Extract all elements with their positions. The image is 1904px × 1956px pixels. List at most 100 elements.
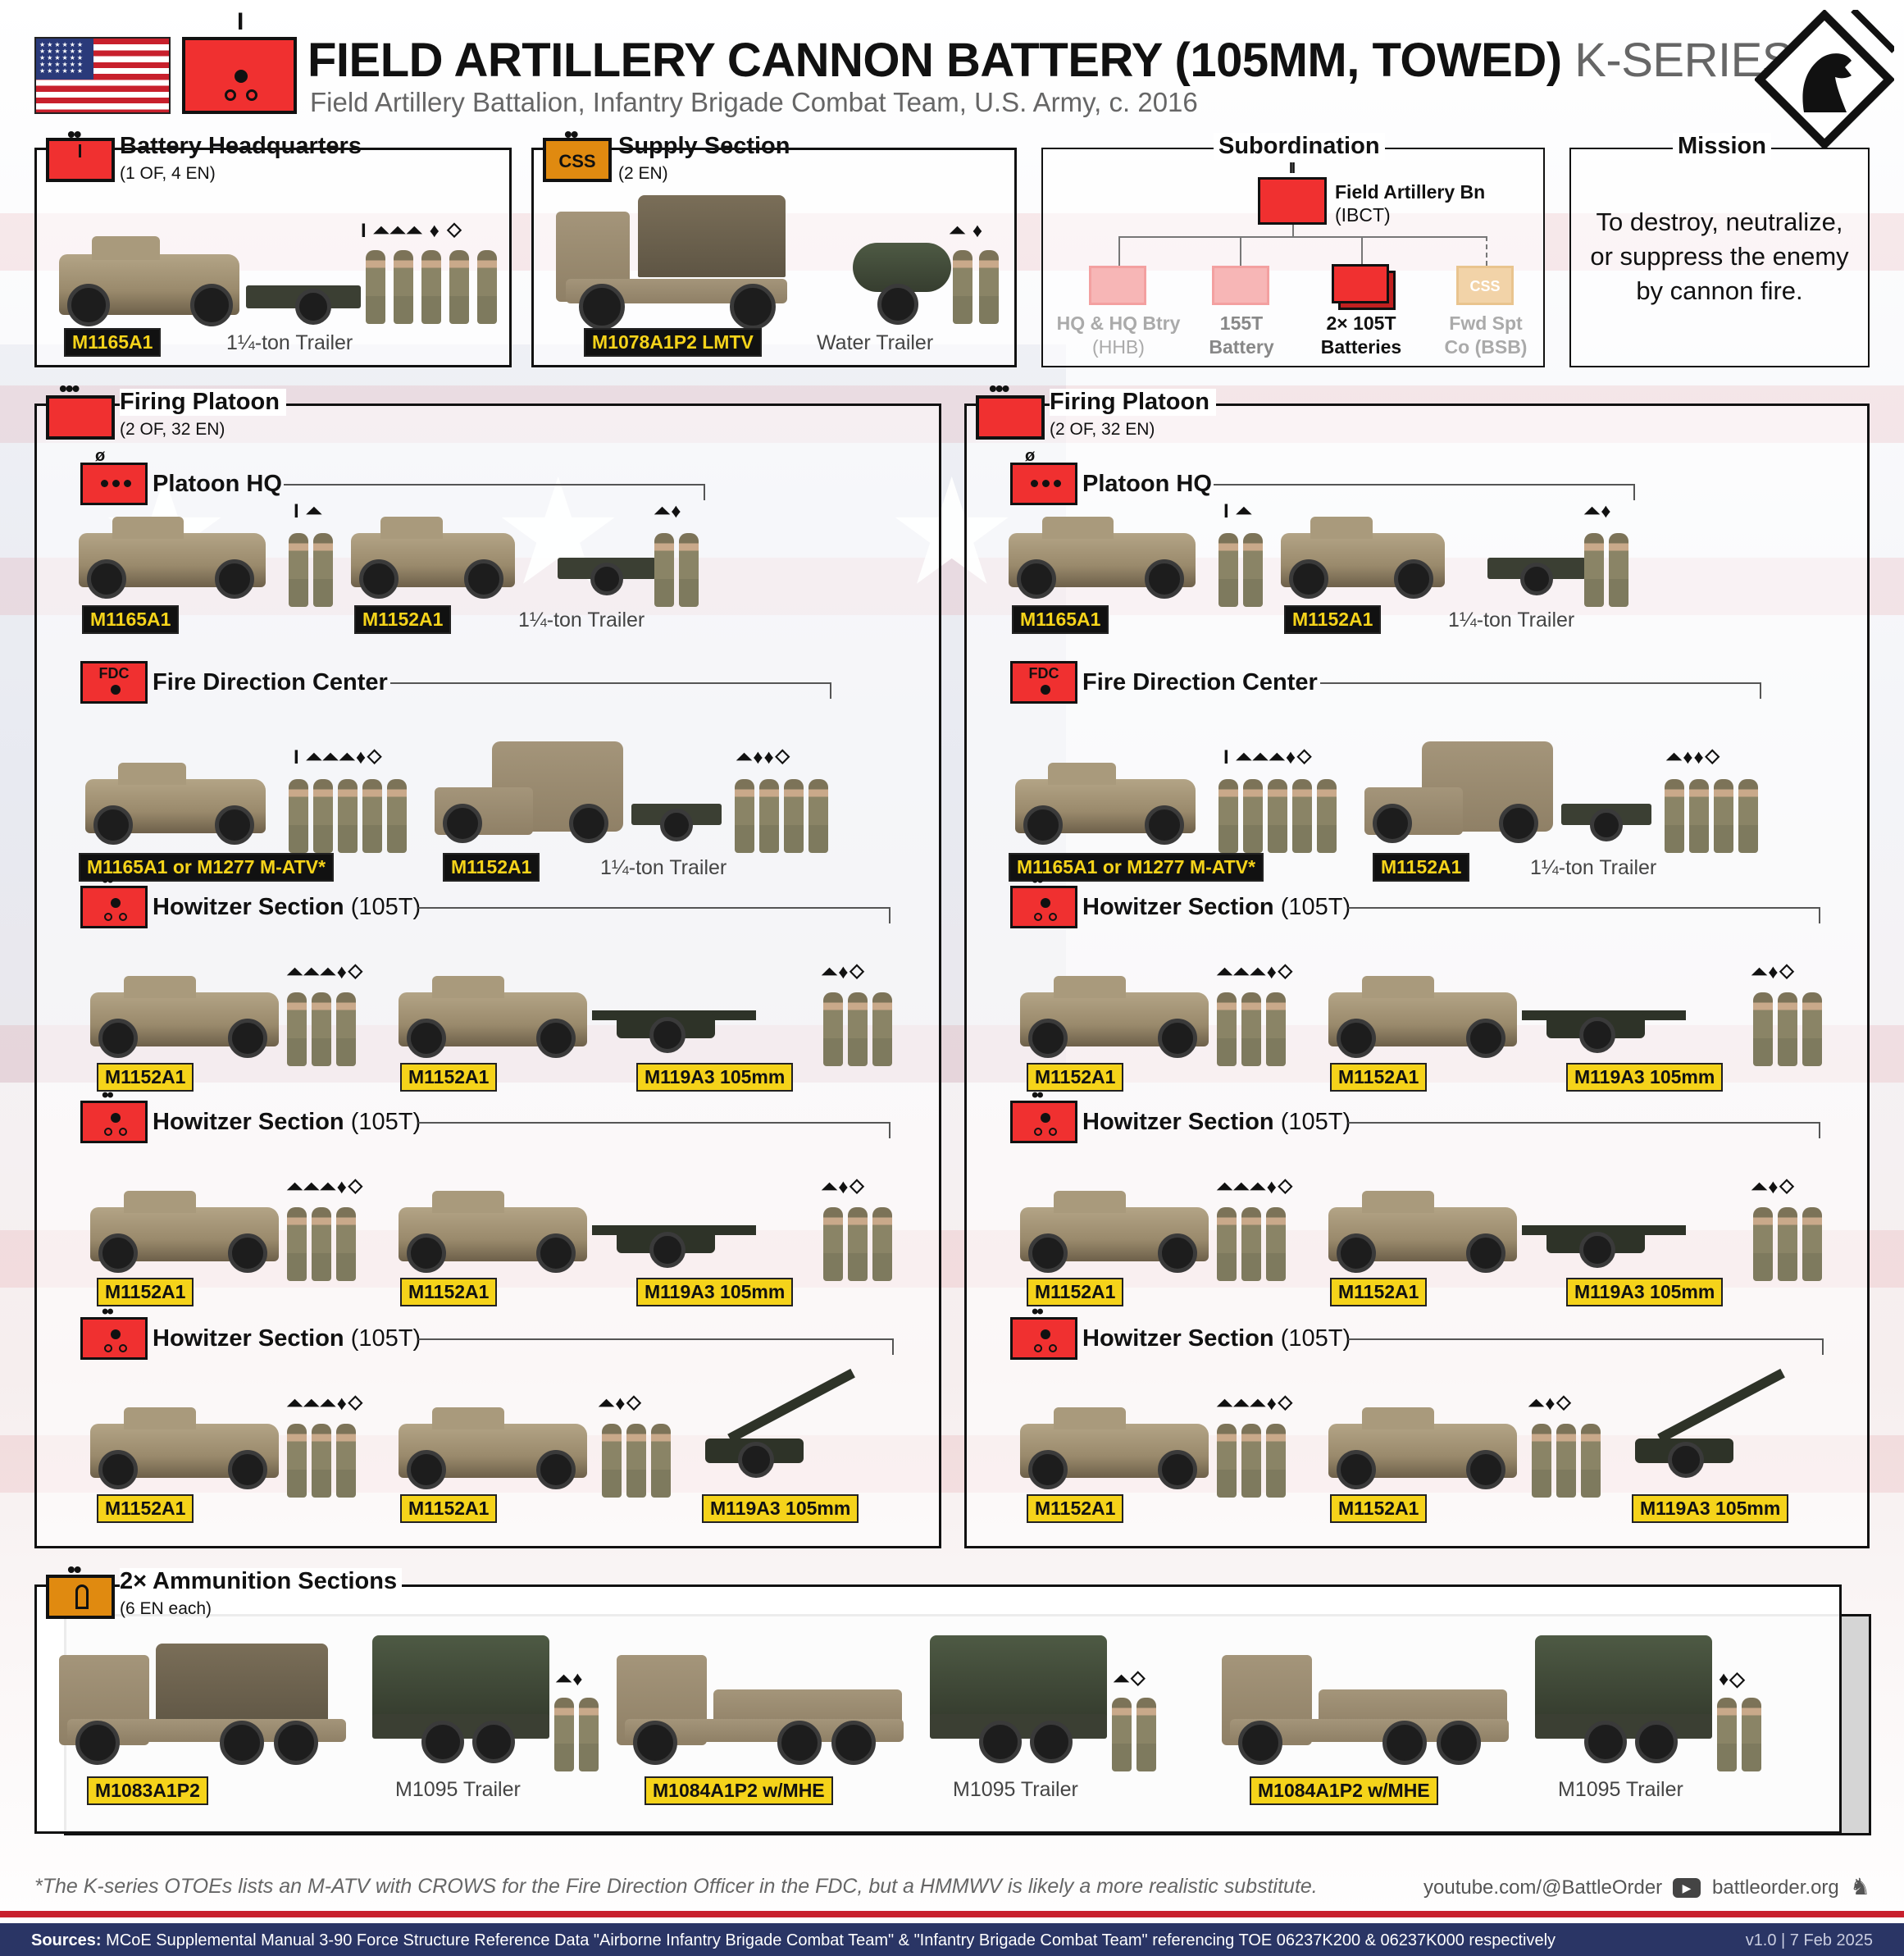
wheel xyxy=(877,284,918,325)
wheel xyxy=(87,559,126,599)
wheel xyxy=(443,804,482,843)
wheel xyxy=(215,805,254,845)
ammo-symbol-icon xyxy=(46,1575,115,1619)
m1095-trailer-image xyxy=(1535,1635,1712,1717)
section-line xyxy=(1214,484,1635,500)
unit-size-mark: I xyxy=(237,8,244,35)
vehicle-label: M1165A1 xyxy=(82,605,180,634)
rank-insignia-icon: I ⏶ xyxy=(1223,500,1253,522)
trailer-caption: M1095 Trailer xyxy=(1558,1778,1683,1801)
youtube-icon: ▶ xyxy=(1673,1878,1701,1898)
soldier-image xyxy=(579,1698,599,1771)
wheel xyxy=(1289,559,1328,599)
wheel xyxy=(1382,1721,1427,1765)
section-title: Howitzer Section (105T) xyxy=(1082,1109,1351,1135)
rank-insignia-icon: ⏶♦◇ xyxy=(822,1176,866,1198)
vehicle-label: M1152A1 xyxy=(400,1494,498,1523)
rank-insignia-icon: ⏶♦♦◇ xyxy=(736,746,791,768)
sources-text: MCoE Supplemental Manual 3-90 Force Stru… xyxy=(106,1931,1556,1949)
wheel xyxy=(464,559,503,599)
soldier-image xyxy=(366,250,385,324)
soldier-image xyxy=(1689,779,1709,853)
wheel xyxy=(1584,1721,1627,1763)
wheel xyxy=(67,284,110,326)
soldier-image xyxy=(1584,533,1604,607)
section-title: Howitzer Section (105T) xyxy=(1082,894,1351,920)
youtube-link[interactable]: youtube.com/@BattleOrder xyxy=(1423,1876,1663,1899)
soldier-image xyxy=(1217,992,1237,1066)
soldier-image xyxy=(387,779,407,853)
tree-line xyxy=(1118,236,1486,238)
soldier-image xyxy=(872,992,892,1066)
soldier-image xyxy=(421,250,441,324)
vehicle-label: M1084A1P2 w/MHE xyxy=(1250,1776,1438,1805)
rank-insignia-icon: ⏶♦◇ xyxy=(599,1393,643,1415)
soldier-image xyxy=(336,992,356,1066)
lmtv-cargo-image xyxy=(638,195,786,277)
trailer-caption: M1095 Trailer xyxy=(953,1778,1078,1801)
wheel xyxy=(1028,1019,1068,1058)
section-title: Howitzer Section (105T) xyxy=(153,894,421,920)
vehicle-label: M1152A1 xyxy=(1330,1494,1428,1523)
size-mark: ø xyxy=(1025,447,1035,465)
rank-insignia-icon: ⏶⏶⏶♦◇ xyxy=(287,1393,364,1415)
rank-insignia-icon: ⏶♦ xyxy=(1584,500,1612,522)
soldier-image xyxy=(362,779,382,853)
section-title: Fire Direction Center xyxy=(1082,669,1318,695)
wheel xyxy=(1158,1019,1197,1058)
soldier-image xyxy=(313,533,333,607)
soldier-image xyxy=(1753,992,1773,1066)
wheel xyxy=(359,559,399,599)
soldier-image xyxy=(449,250,469,324)
size-mark: •• xyxy=(102,1301,114,1323)
trailer-caption: 1¼-ton Trailer xyxy=(1530,856,1657,879)
mission-box xyxy=(1569,148,1870,367)
gun-label: M119A3 105mm xyxy=(702,1494,859,1523)
wheel xyxy=(536,1450,576,1489)
wheel xyxy=(1028,1450,1068,1489)
trailer-caption: 1¼-ton Trailer xyxy=(226,331,353,354)
soldier-image xyxy=(336,1424,356,1498)
vehicle-label: M1152A1 xyxy=(400,1063,498,1092)
size-mark: •• xyxy=(1032,869,1044,891)
rank-insignia-icon: ⏶ ♦ xyxy=(950,220,984,242)
soldier-image xyxy=(336,1207,356,1281)
soldier-image xyxy=(1217,1207,1237,1281)
gun-label: M119A3 105mm xyxy=(636,1278,794,1306)
rank-insignia-icon: I ⏶⏶⏶ ♦ ◇ xyxy=(361,220,463,242)
section-title: Howitzer Section (105T) xyxy=(153,1325,421,1352)
rank-insignia-icon: ⏶♦◇ xyxy=(822,961,866,983)
soldier-image xyxy=(1609,533,1628,607)
section-title: Battery Headquarters xyxy=(120,133,362,159)
ammo-strength: (6 EN each) xyxy=(120,1599,212,1618)
wheel xyxy=(98,1019,138,1058)
website-link[interactable]: battleorder.org xyxy=(1712,1876,1839,1899)
size-mark: •• xyxy=(1032,1301,1044,1323)
section-line xyxy=(284,484,705,500)
size-mark: •• xyxy=(102,1084,114,1106)
m1095-trailer-image xyxy=(930,1635,1107,1717)
css-symbol-icon: CSS xyxy=(543,138,612,182)
hq-symbol-icon xyxy=(46,138,115,182)
wheel xyxy=(831,1721,876,1765)
battery-symbol-icon xyxy=(182,37,297,114)
rank-insignia-icon: ⏶⏶⏶♦◇ xyxy=(1217,961,1294,983)
soldier-image xyxy=(953,250,972,324)
soldier-image xyxy=(809,779,828,853)
wheel xyxy=(1466,1019,1505,1058)
rank-insignia-icon: I ⏶⏶⏶♦◇ xyxy=(294,746,384,768)
subordination-title: Subordination xyxy=(1214,133,1385,160)
wheel xyxy=(93,805,133,845)
soldier-image xyxy=(823,992,843,1066)
battleorder-icon: ♞ xyxy=(1850,1874,1871,1899)
wheel xyxy=(1017,559,1056,599)
battleorder-logo-icon xyxy=(1755,10,1894,149)
soldier-image xyxy=(1738,779,1758,853)
m1095-trailer-image xyxy=(372,1635,549,1717)
section-line xyxy=(1348,907,1820,923)
howitzer-section-symbol-icon xyxy=(80,1317,148,1360)
wheel xyxy=(1579,1232,1615,1268)
us-flag-icon: ★★★★★★★★★★★★★★★★★★★★★★★★★★★★★★ xyxy=(34,37,171,114)
vehicle-label: M1152A1 xyxy=(97,1494,194,1523)
wheel xyxy=(730,284,776,330)
